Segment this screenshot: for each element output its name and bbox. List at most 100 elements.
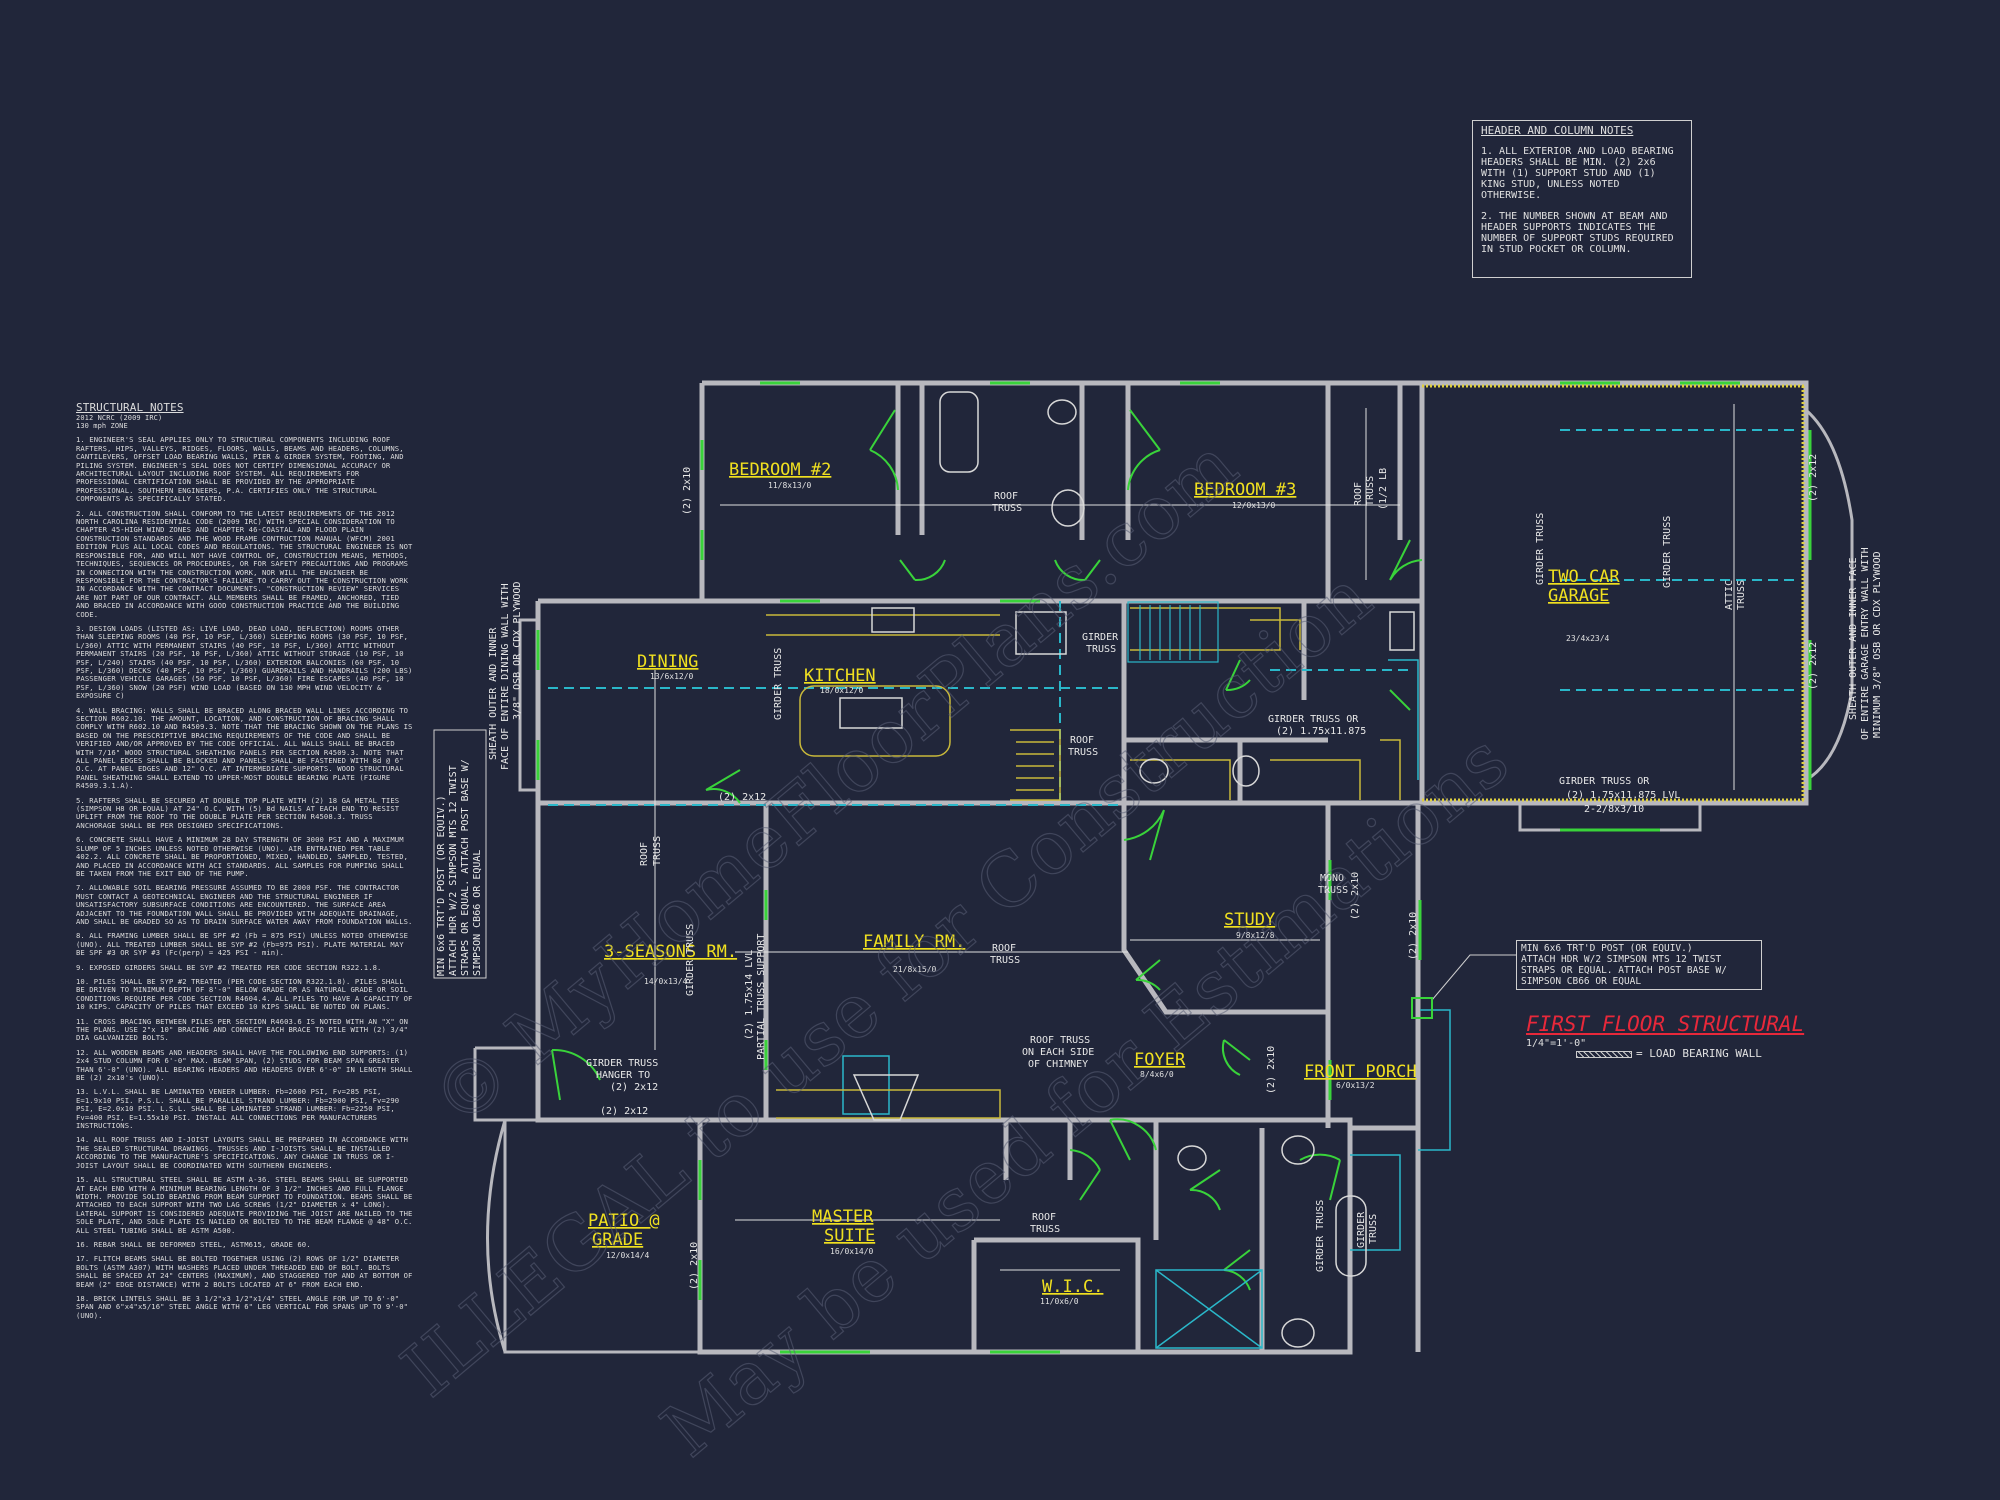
label-header-2x12: (2) 2x12 — [600, 1106, 648, 1117]
walls — [535, 380, 1809, 1355]
label-post-left: SIMPSON CB66 OR EQUAL — [472, 850, 483, 976]
label-girder-lvl: (2) 1.75x11.875 LVL — [1566, 790, 1680, 801]
room-patio-line2: GRADE — [592, 1230, 643, 1250]
label-lvl-support: (2) 1.75x14 LVL — [744, 950, 755, 1040]
label-header-2x12: (2) 2x12 — [1808, 454, 1819, 502]
label-roof-truss: ROOF — [1070, 735, 1094, 746]
label-chimney-truss: OF CHIMNEY — [1028, 1059, 1088, 1070]
hatch-icon — [1576, 1050, 1632, 1058]
structural-notes-code: 2012 NCRC (2009 IRC) — [76, 414, 163, 423]
label-sheath-dining: FACE OF ENTIRE DINING WALL WITH — [500, 583, 511, 770]
room-three-seasons-dim: 14/0x13/4 — [644, 977, 688, 986]
label-header-2x10: (2) 2x10 — [1408, 912, 1419, 960]
structural-note-item: 11. CROSS BRACING BETWEEN PILES PER SECT… — [76, 1016, 409, 1043]
structural-note-item: 2. ALL CONSTRUCTION SHALL CONFORM TO THE… — [76, 508, 413, 619]
label-mono-truss: TRUSS — [1318, 885, 1348, 896]
room-garage-line1: TWO CAR — [1548, 567, 1620, 587]
label-truss-vertical: TRUSS — [652, 836, 663, 866]
label-sheath-garage: SHEATH OUTER AND INNER FACE — [1848, 557, 1859, 720]
headers — [536, 381, 1812, 1354]
structural-note-item: 10. PILES SHALL BE SYP #2 TREATED (PER C… — [76, 976, 413, 1012]
label-roof-truss: TRUSS — [1030, 1224, 1060, 1235]
label-girder-hanger: (2) 2x12 — [610, 1082, 658, 1093]
label-sheath-garage: MINIMUM 3/8" OSB OR CDX PLYWOOD — [1872, 551, 1883, 738]
room-master-dim: 16/0x14/0 — [830, 1247, 874, 1256]
label-post-left: ATTACH HDR W/2 SIMPSON MTS 12 TWIST — [448, 765, 459, 976]
room-wic-dim: 11/0x6/0 — [1040, 1297, 1079, 1306]
label-header-2x10: (2) 2x10 — [1350, 872, 1361, 920]
structural-note-item: 18. BRICK LINTELS SHALL BE 3 1/2"x3 1/2"… — [76, 1293, 409, 1320]
structural-note-item: 5. RAFTERS SHALL BE SECURED AT DOUBLE TO… — [76, 795, 400, 830]
room-bedroom3: BEDROOM #3 — [1194, 480, 1296, 500]
label-roof-truss: TRUSS — [1068, 747, 1098, 758]
label-sheath-dining: SHEATH OUTER AND INNER — [488, 627, 499, 760]
label-roof-vertical: ROOF — [1353, 482, 1364, 506]
drawing-title-block: FIRST FLOOR STRUCTURAL 1/4"=1'-0" = LOAD… — [1526, 1012, 1804, 1060]
structural-note-item: 9. EXPOSED GIRDERS SHALL BE SYP #2 TREAT… — [76, 962, 382, 972]
label-girder-truss-vertical: GIRDER TRUSS — [1662, 516, 1673, 588]
label-girder-truss-vertical: GIRDER TRUSS — [685, 924, 696, 996]
label-post-left: STRAPS OR EQUAL. ATTACH POST BASE W/ — [460, 759, 471, 976]
label-truss-vertical: TRUSS — [1365, 476, 1376, 506]
label-truss-vertical: TRUSS — [1368, 1214, 1379, 1244]
legend-load-bearing: = LOAD BEARING WALL — [1576, 1047, 1804, 1060]
structural-notes: STRUCTURAL NOTES 2012 NCRC (2009 IRC) 13… — [76, 401, 416, 1320]
structural-notes-zone: 130 mph ZONE — [76, 422, 128, 431]
label-header-2x12: (2) 2x12 — [718, 792, 766, 803]
callout-line: MIN 6x6 TRT'D POST (OR EQUIV.) — [1521, 943, 1693, 954]
room-family-dim: 21/8x15/0 — [893, 965, 937, 974]
structural-note-item: 17. FLITCH BEAMS SHALL BE BOLTED TOGETHE… — [76, 1254, 413, 1289]
label-roof-truss: TRUSS — [990, 955, 1020, 966]
structural-note-item: 14. ALL ROOF TRUSS AND I-JOIST LAYOUTS S… — [76, 1135, 409, 1170]
room-dining: DINING — [637, 652, 698, 672]
structural-note-item: 15. ALL STRUCTURAL STEEL SHALL BE ASTM A… — [76, 1175, 413, 1235]
structural-note-item: 8. ALL FRAMING LUMBER SHALL BE SPF #2 (F… — [76, 931, 409, 958]
room-patio-dim: 12/0x14/4 — [606, 1251, 650, 1260]
label-girder-stair-2: (2) 1.75x11.875 — [1276, 726, 1366, 737]
label-header-2x10: (2) 2x10 — [689, 1242, 700, 1290]
room-dining-dim: 13/6x12/0 — [650, 672, 694, 681]
room-study: STUDY — [1224, 910, 1275, 930]
room-front-porch: FRONT PORCH — [1304, 1062, 1417, 1082]
room-patio-line1: PATIO @ — [588, 1211, 660, 1231]
structural-note-item: 16. REBAR SHALL BE DEFORMED STEEL, ASTM6… — [76, 1239, 311, 1249]
structural-notes-title: STRUCTURAL NOTES — [76, 401, 184, 414]
room-kitchen-dim: 18/0x12/0 — [820, 686, 864, 695]
label-chimney-truss: ROOF TRUSS — [1030, 1035, 1090, 1046]
label-girder-truss-vertical: GIRDER TRUSS — [773, 648, 784, 720]
structural-note-item: 13. L.V.L. SHALL BE LAMINATED VENEER LUM… — [76, 1087, 400, 1131]
label-lvl-support: PARTIAL TRUSS SUPPORT — [756, 934, 767, 1060]
label-girder-hanger: HANGER TO — [596, 1070, 650, 1081]
label-chimney-truss: ON EACH SIDE — [1022, 1047, 1094, 1058]
header-notes-title: HEADER AND COLUMN NOTES — [1481, 124, 1634, 137]
label-roof-vertical: ROOF — [639, 842, 650, 866]
room-bedroom2: BEDROOM #2 — [729, 460, 831, 480]
label-header-2x10: (2) 2x10 — [1266, 1046, 1277, 1094]
label-roof-truss: TRUSS — [992, 503, 1022, 514]
room-bedroom2-dim: 11/8x13/0 — [768, 481, 812, 490]
callout-line: SIMPSON CB66 OR EQUAL — [1521, 976, 1642, 987]
label-sheath-garage: OF ENTIRE GARAGE ENTRY WALL WITH — [1860, 547, 1871, 740]
label-girder-hanger: GIRDER TRUSS — [586, 1058, 658, 1069]
room-wic: W.I.C. — [1042, 1277, 1103, 1297]
room-foyer-dim: 8/4x6/0 — [1140, 1070, 1174, 1079]
label-roof-truss: ROOF — [1032, 1212, 1056, 1223]
label-header-2x10: (2) 2x10 — [682, 467, 693, 515]
label-truss: TRUSS — [1086, 644, 1116, 655]
label-sheath-dining: 3/8" OSB OR CDX PLYWOOD — [512, 582, 523, 720]
label-mono: MONO — [1320, 873, 1344, 884]
label-girder-truss-or: GIRDER TRUSS OR — [1559, 776, 1650, 787]
structural-note-item: 1. ENGINEER'S SEAL APPLIES ONLY TO STRUC… — [76, 435, 404, 504]
room-garage-line2: GARAGE — [1548, 586, 1609, 606]
structural-note-item: 4. WALL BRACING: WALLS SHALL BE BRACED A… — [76, 705, 413, 791]
label-girder: GIRDER — [1082, 632, 1119, 643]
header-note-item: 2. THE NUMBER SHOWN AT BEAM AND HEADER S… — [1481, 211, 1674, 255]
drawing-title: FIRST FLOOR STRUCTURAL — [1526, 1012, 1805, 1036]
label-header-2x12: (2) 2x12 — [1808, 642, 1819, 690]
label-truss-vertical: TRUSS — [1736, 580, 1747, 610]
label-roof-truss: ROOF — [994, 491, 1018, 502]
callout-line: ATTACH HDR W/2 SIMPSON MTS 12 TWIST — [1521, 954, 1722, 965]
room-kitchen: KITCHEN — [804, 666, 876, 686]
drawing-scale: 1/4"=1'-0" — [1526, 1038, 1587, 1049]
